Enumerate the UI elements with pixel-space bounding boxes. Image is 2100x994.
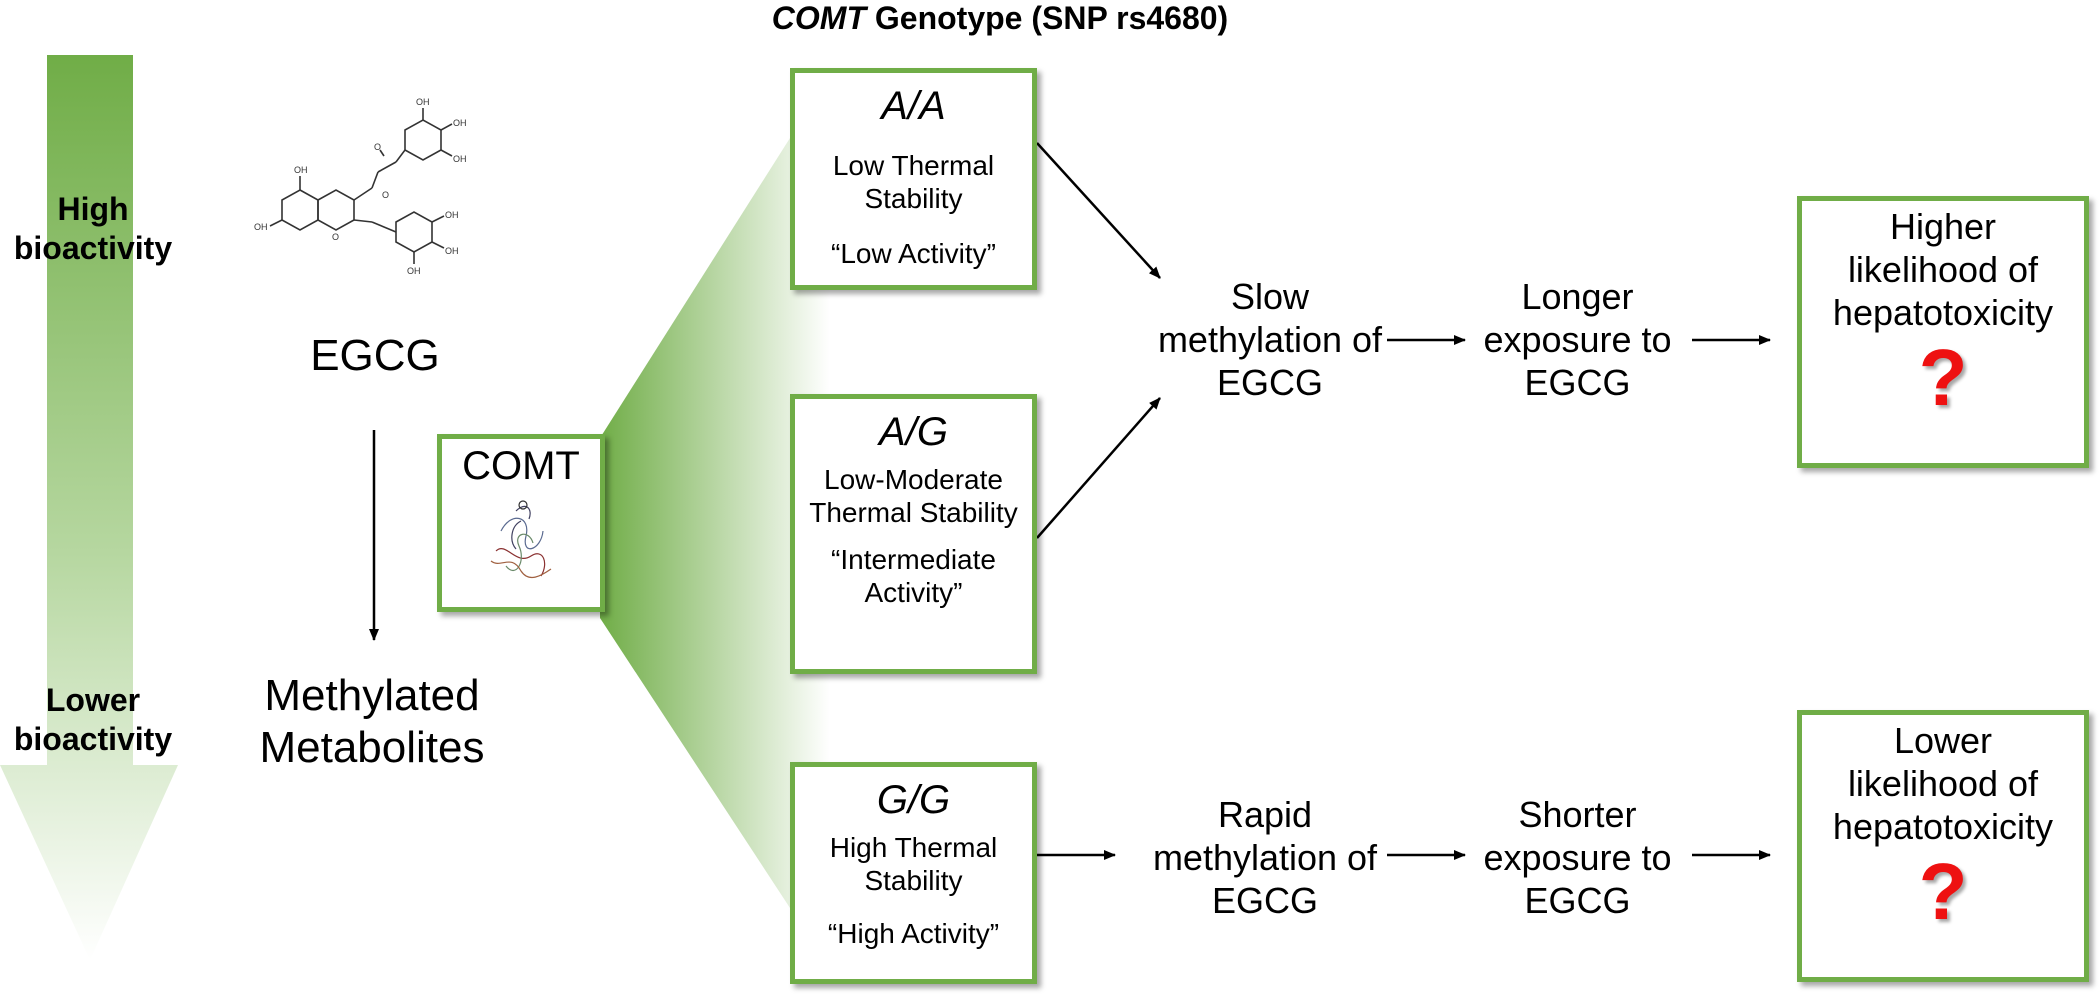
comt-label: COMT bbox=[462, 444, 580, 488]
arrow-ag-to-slow bbox=[1036, 397, 1161, 539]
egcg-label: EGCG bbox=[310, 331, 440, 380]
rapid-methylation-text: Rapid methylation of EGCG bbox=[1152, 794, 1378, 921]
title-gene: COMT bbox=[771, 0, 866, 36]
question-mark-icon: ? bbox=[1918, 847, 1968, 936]
oh-label: OH bbox=[453, 154, 467, 164]
genotype-box-gg: G/G High Thermal Stability “High Activit… bbox=[790, 762, 1037, 984]
slow-methylation-text: Slow methylation of EGCG bbox=[1157, 276, 1383, 403]
low-bioactivity-label: Lower bioactivity bbox=[13, 682, 173, 757]
arrow-aa-to-slow bbox=[1036, 142, 1161, 279]
activity-text: “High Activity” bbox=[827, 918, 1000, 949]
o-label: O bbox=[332, 232, 339, 242]
egcg-structure-labels: OH OH OH OH OH OH OH OH O O O bbox=[254, 97, 467, 276]
thermal-stability-text: Low-Moderate Thermal Stability bbox=[809, 464, 1018, 528]
bioactivity-gradient-arrow bbox=[0, 55, 178, 960]
title-rest: Genotype (SNP rs4680) bbox=[865, 0, 1229, 36]
question-mark-icon: ? bbox=[1918, 333, 1968, 422]
oh-label: OH bbox=[294, 165, 308, 175]
thermal-stability-text: Low Thermal Stability bbox=[832, 150, 995, 214]
diagram-title: COMT Genotype (SNP rs4680) bbox=[600, 0, 1400, 37]
oh-label: OH bbox=[445, 246, 459, 256]
genotype-label: A/G bbox=[879, 410, 948, 454]
o-label: O bbox=[374, 142, 381, 152]
oh-label: OH bbox=[453, 118, 467, 128]
oh-label: OH bbox=[445, 210, 459, 220]
activity-text: “Intermediate Activity” bbox=[831, 544, 996, 608]
comt-enzyme-box: COMT bbox=[437, 434, 605, 612]
outcome-box-higher: Higher likelihood of hepatotoxicity ? bbox=[1797, 196, 2089, 468]
oh-label: OH bbox=[407, 266, 421, 276]
genotype-label: A/A bbox=[881, 84, 946, 128]
oh-label: OH bbox=[416, 97, 430, 107]
thermal-stability-text: High Thermal Stability bbox=[829, 832, 998, 896]
outcome-text: Lower likelihood of hepatotoxicity bbox=[1832, 720, 2054, 847]
genotype-box-ag: A/G Low-Moderate Thermal Stability “Inte… bbox=[790, 394, 1037, 674]
outcome-text: Higher likelihood of hepatotoxicity bbox=[1832, 206, 2054, 333]
comt-fan bbox=[600, 138, 830, 908]
comt-protein-structure-icon bbox=[490, 500, 552, 579]
longer-exposure-text: Longer exposure to EGCG bbox=[1483, 276, 1672, 403]
high-bioactivity-label: High bioactivity bbox=[13, 191, 173, 266]
o-label: O bbox=[382, 190, 389, 200]
activity-text: “Low Activity” bbox=[831, 238, 996, 269]
methylated-metabolites-label: Methylated Metabolites bbox=[259, 671, 485, 772]
shorter-exposure-text: Shorter exposure to EGCG bbox=[1483, 794, 1672, 921]
egcg-structure-icon bbox=[269, 108, 453, 264]
genotype-label: G/G bbox=[876, 778, 951, 822]
oh-label: OH bbox=[254, 222, 268, 232]
genotype-box-aa: A/A Low Thermal Stability “Low Activity” bbox=[790, 68, 1037, 290]
outcome-box-lower: Lower likelihood of hepatotoxicity ? bbox=[1797, 710, 2089, 982]
